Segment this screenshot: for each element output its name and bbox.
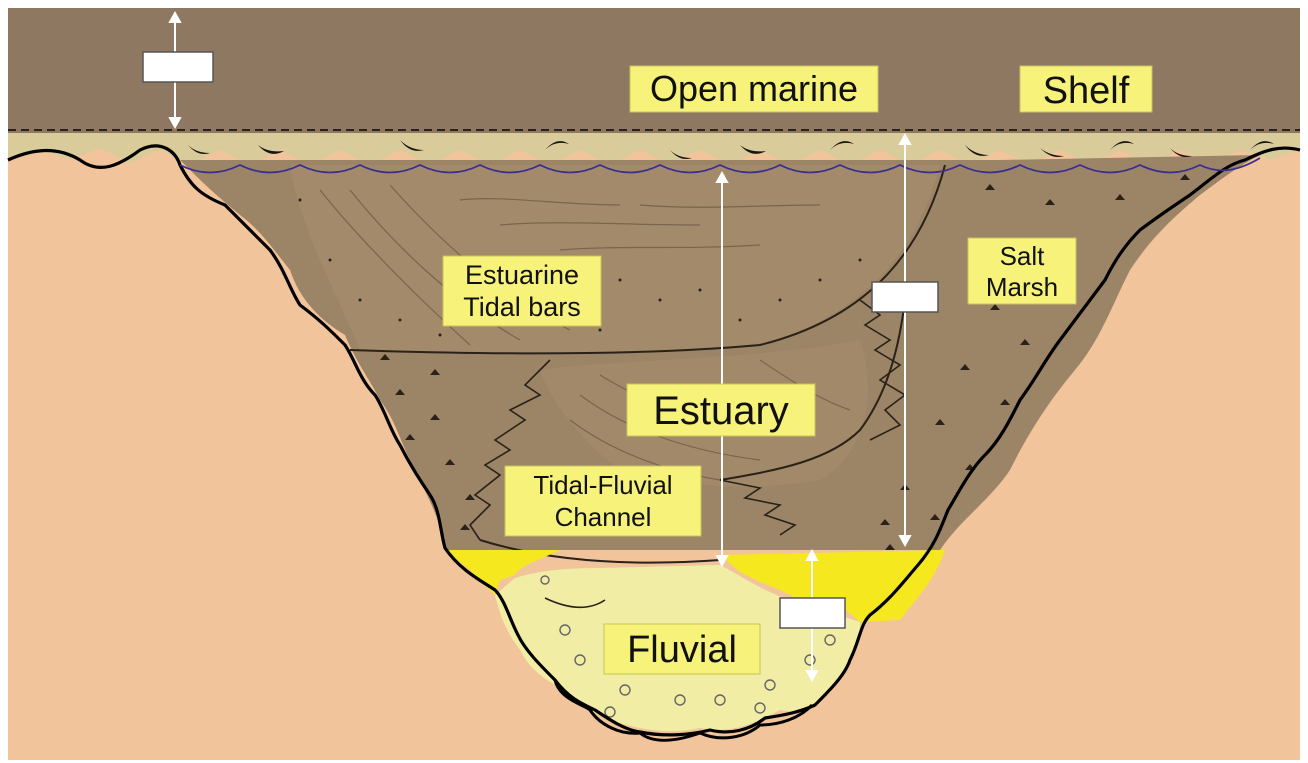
tidal-fluvial-channel-box: Tidal-Fluvial Channel [505,466,701,536]
shelf-label: Shelf [1043,70,1130,112]
salt-marsh-label-line2: Marsh [986,272,1058,302]
fluvial-label: Fluvial [627,629,737,671]
estuary-label: Estuary [653,389,789,433]
salt-marsh-label-line1: Salt [1000,241,1046,271]
salt-marsh-box: Salt Marsh [968,238,1076,304]
shelf-box: Shelf [1020,66,1152,112]
fluvial-box: Fluvial [604,624,760,674]
open-marine-box: Open marine [630,66,878,112]
hst-tag [143,52,213,82]
lst-tag [780,598,845,628]
estuarine-label-line2: Tidal bars [463,292,581,322]
channel-label-line2: Channel [555,502,652,532]
tst-tag [872,282,938,312]
open-marine-label: Open marine [650,68,858,109]
estuarine-tidal-bars-box: Estuarine Tidal bars [443,256,601,326]
estuarine-label-line1: Estuarine [465,260,579,290]
channel-label-line1: Tidal-Fluvial [533,470,672,500]
estuary-box: Estuary [627,384,815,436]
